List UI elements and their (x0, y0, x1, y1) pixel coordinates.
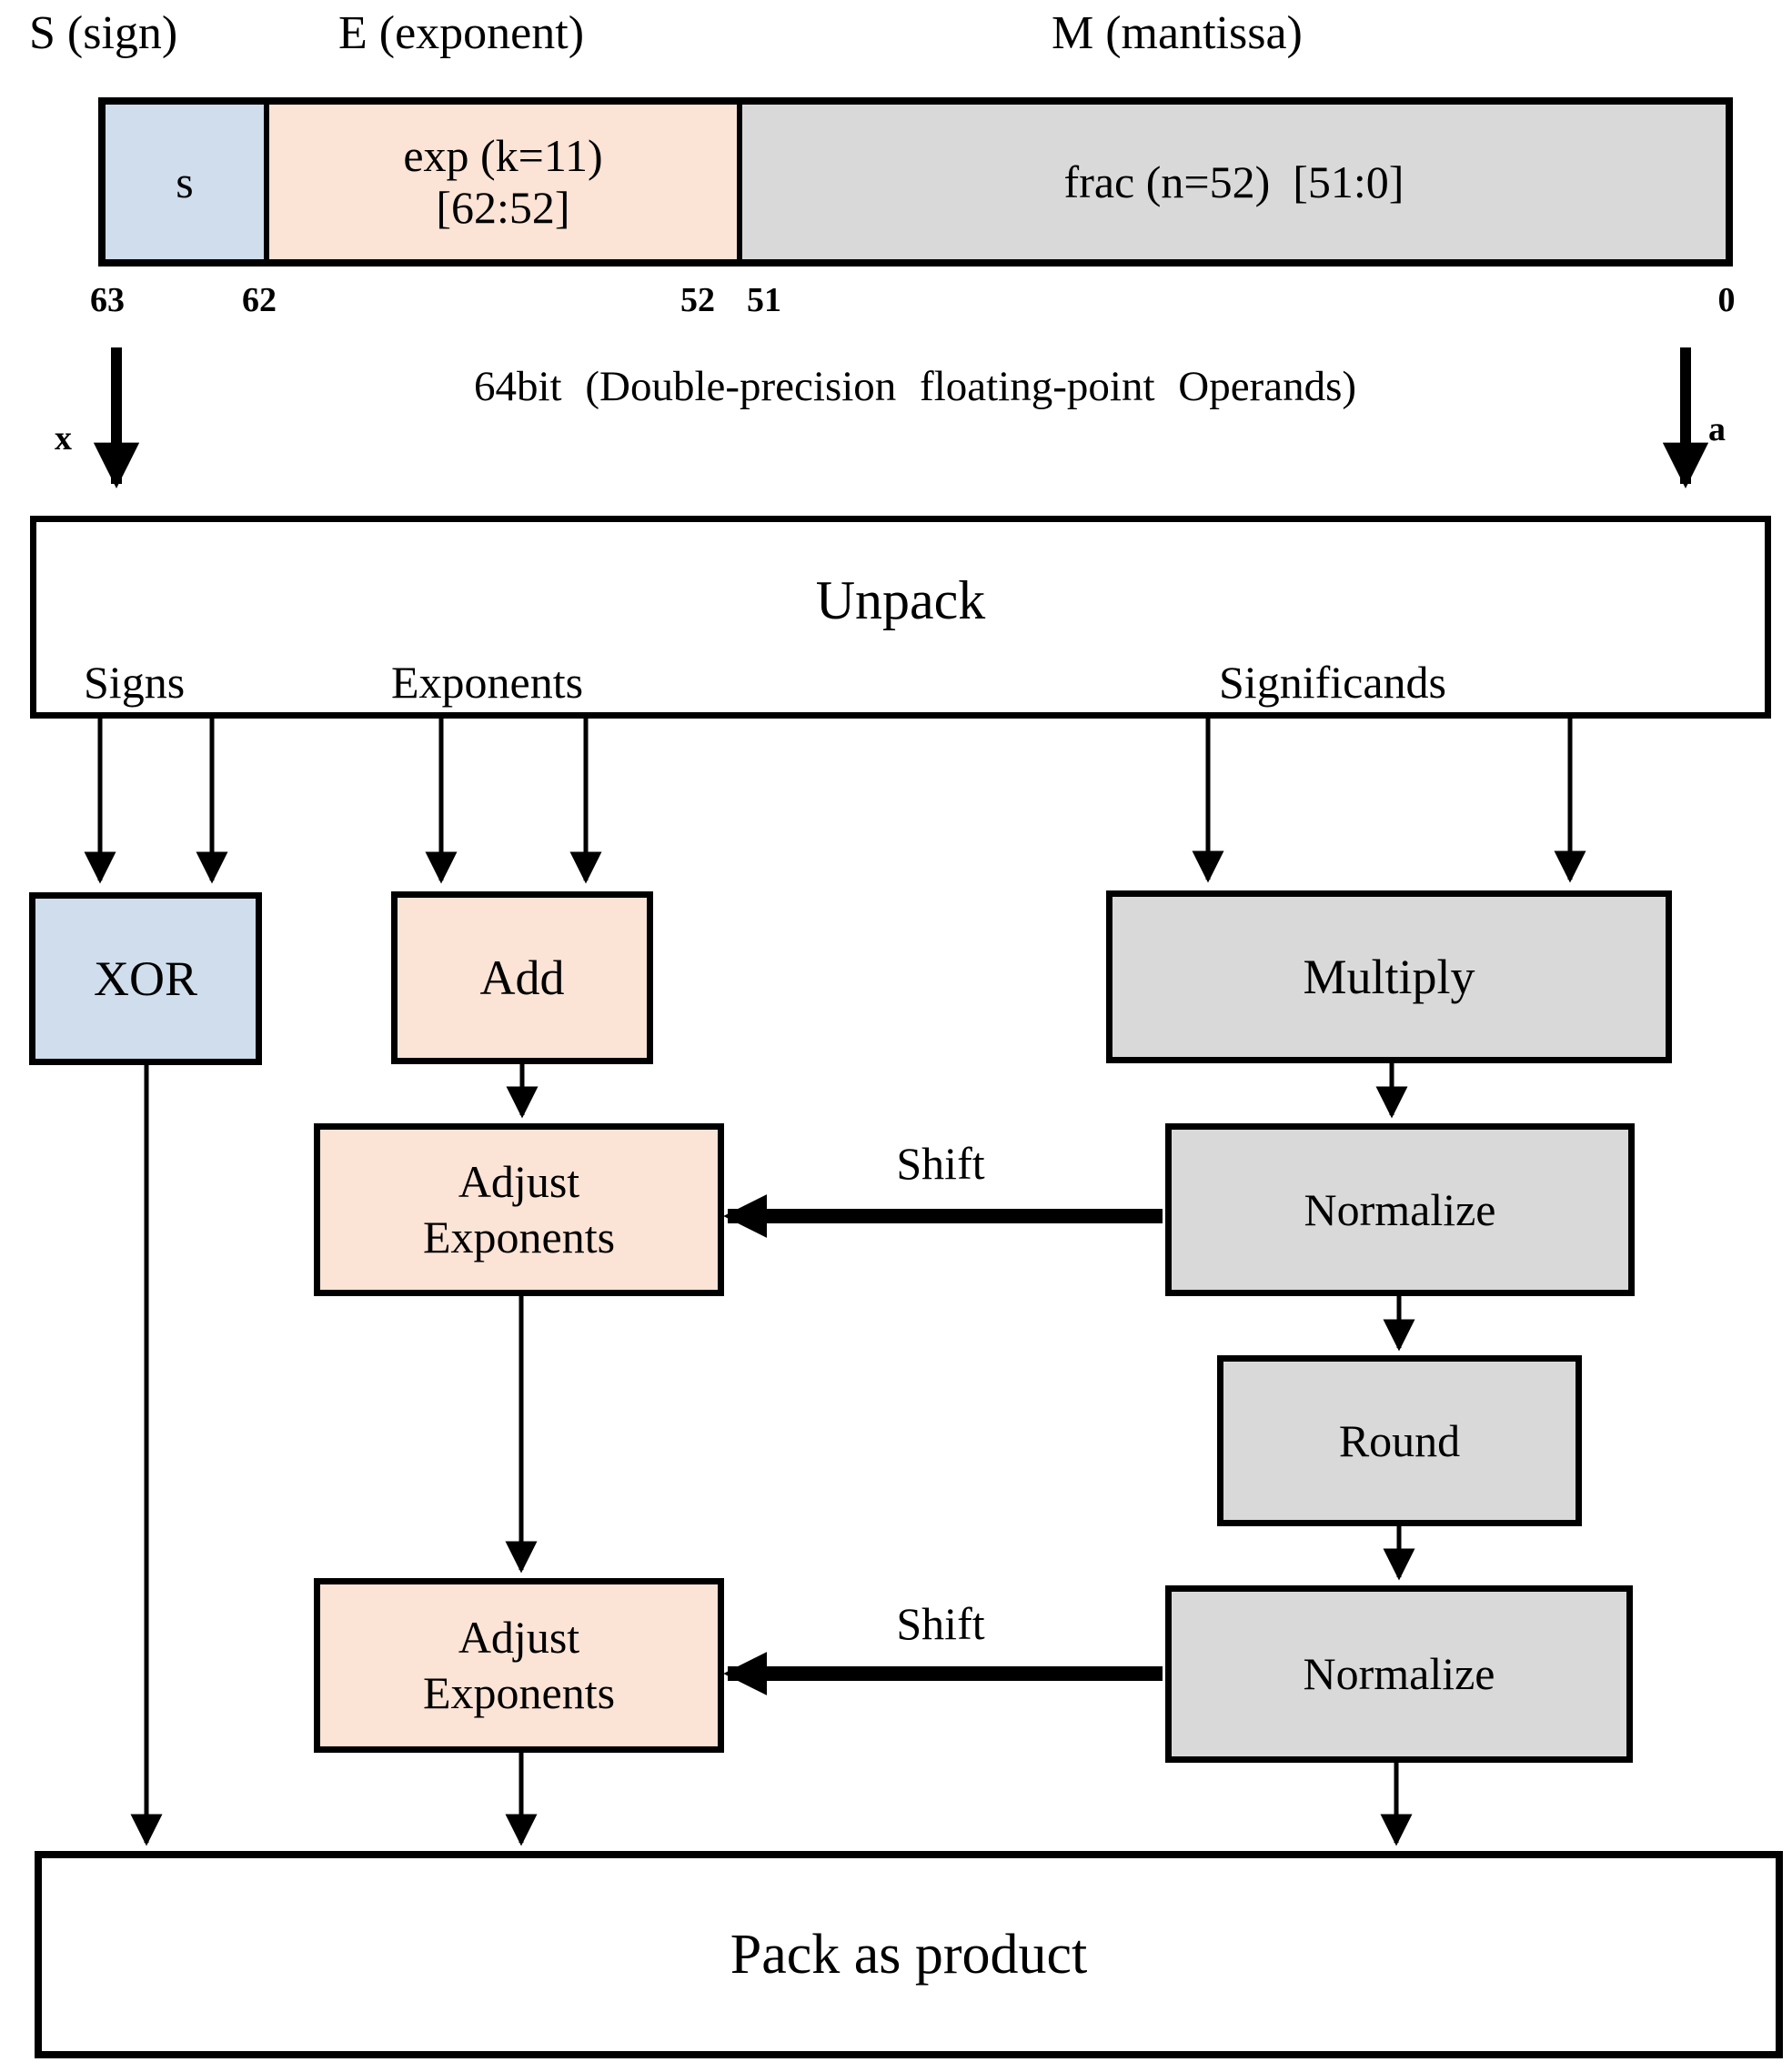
operand-x-label: x (55, 419, 72, 458)
normalize-2-box: Normalize (1165, 1585, 1633, 1763)
normalize-1-label: Normalize (1304, 1183, 1496, 1235)
shift-2-label: Shift (896, 1598, 985, 1649)
normalize-2-label: Normalize (1303, 1648, 1495, 1699)
adjust-exponents-2-line2: Exponents (422, 1667, 616, 1718)
bitfield-box: s exp (k=11) [62:52] frac (n=52) [51:0] (98, 97, 1733, 267)
adjust-exponents-2-line1: Adjust (458, 1612, 580, 1663)
mantissa-field-label: M (mantissa) (1052, 7, 1303, 59)
adjust-exponents-1-box: Adjust Exponents (314, 1123, 724, 1296)
bit-index-52: 52 (680, 281, 715, 319)
bit-index-63: 63 (90, 281, 125, 319)
multiply-label: Multiply (1303, 950, 1475, 1004)
unpack-box: Unpack Signs Exponents Significands (30, 516, 1771, 719)
bit-index-51: 51 (747, 281, 781, 319)
exponent-segment-line1: exp (k=11) (403, 129, 603, 181)
unpack-signs-label: Signs (84, 657, 186, 708)
pack-box: Pack as product (35, 1851, 1783, 2058)
bit-index-62: 62 (242, 281, 277, 319)
multiply-box: Multiply (1106, 890, 1672, 1063)
exponent-segment-line2: [62:52] (436, 182, 570, 233)
unpack-exponents-label: Exponents (391, 657, 584, 708)
round-label: Round (1338, 1414, 1461, 1466)
mantissa-segment-label: frac (n=52) [51:0] (1063, 156, 1404, 207)
xor-label: XOR (93, 951, 197, 1006)
adjust-exponents-2-box: Adjust Exponents (314, 1578, 724, 1753)
unpack-significands-label: Significands (1219, 657, 1446, 708)
pack-label: Pack as product (730, 1923, 1088, 1986)
exponent-segment: exp (k=11) [62:52] (264, 105, 742, 259)
adjust-exponents-1-line1: Adjust (458, 1156, 580, 1207)
shift-1-label: Shift (896, 1138, 985, 1189)
operand-a-label: a (1708, 410, 1726, 448)
operand-caption: 64bit (Double-precision floating-point O… (473, 363, 1357, 410)
exponent-field-label: E (exponent) (338, 7, 585, 59)
sign-field-label: S (sign) (29, 7, 178, 59)
sign-segment-label: s (176, 156, 194, 207)
add-box: Add (391, 891, 653, 1064)
round-box: Round (1217, 1355, 1582, 1526)
mantissa-segment: frac (n=52) [51:0] (742, 105, 1726, 259)
unpack-title: Unpack (815, 570, 986, 630)
add-label: Add (479, 951, 565, 1005)
bit-index-0: 0 (1717, 281, 1736, 319)
adjust-exponents-1-line2: Exponents (422, 1212, 616, 1262)
sign-segment: s (106, 105, 264, 259)
normalize-1-box: Normalize (1165, 1123, 1635, 1296)
xor-box: XOR (29, 892, 262, 1065)
